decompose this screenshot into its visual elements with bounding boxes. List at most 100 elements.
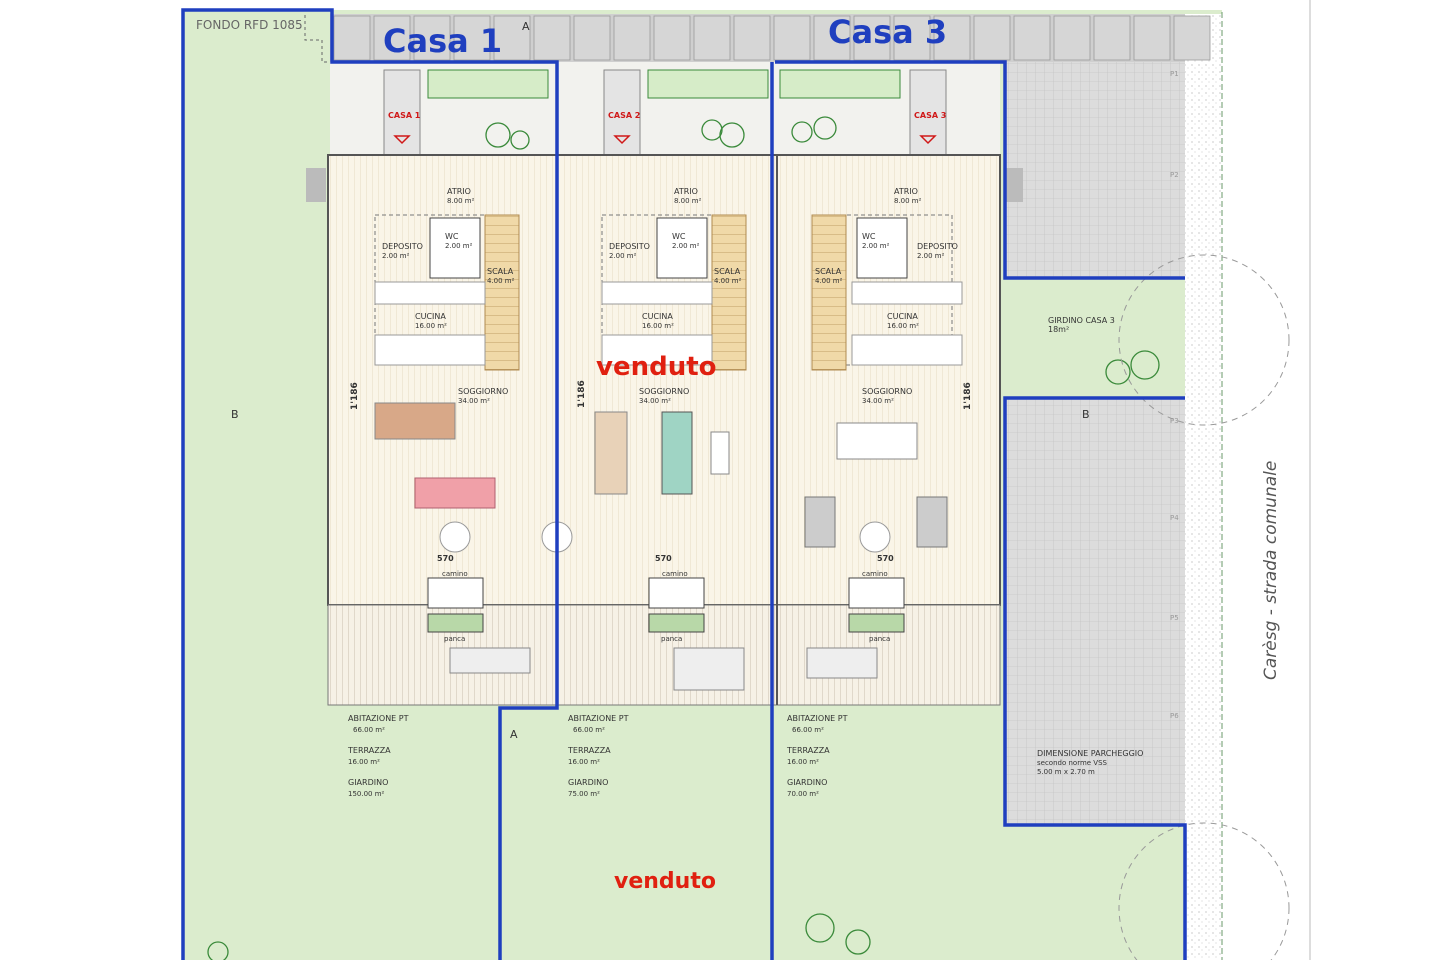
parking-number: P4 — [1170, 514, 1179, 522]
section-marker-a: A — [510, 728, 518, 741]
dining-table — [836, 422, 918, 460]
room-area-deposito: 2.00 m² — [917, 252, 945, 260]
entrance-door — [603, 69, 641, 156]
fireplace — [427, 577, 484, 609]
room-area-scala: 4.00 m² — [714, 277, 742, 285]
room-label-scala: SCALA — [714, 267, 741, 276]
room-label-atrio: ATRIO — [894, 187, 918, 196]
coffee-table — [859, 521, 891, 553]
fireplace-label: camino — [442, 570, 468, 578]
room-label-deposito: DEPOSITO — [382, 242, 423, 251]
parking-number: P2 — [1170, 171, 1179, 179]
bench-label: panca — [444, 635, 465, 643]
top-parking-strip — [330, 14, 1211, 62]
room-label-soggiorno: SOGGIORNO — [639, 387, 689, 396]
kitchen-island — [851, 334, 963, 366]
boundary-casa3-north — [775, 60, 1185, 280]
summary-label: GIARDINO — [568, 778, 608, 787]
ac-unit — [1005, 168, 1023, 202]
fireplace — [648, 577, 705, 609]
room-area-deposito: 2.00 m² — [382, 252, 410, 260]
armchair — [916, 496, 948, 548]
room-label-deposito: DEPOSITO — [917, 242, 958, 251]
dim-width: 570 — [655, 554, 672, 563]
summary-value: 70.00 m² — [787, 790, 819, 798]
staircase — [711, 214, 747, 371]
room-label-wc: WC — [862, 232, 876, 241]
parking-note-size: 5.00 m x 2.70 m — [1037, 768, 1095, 776]
parking-area-south — [1005, 398, 1185, 825]
plot-label: FONDO RFD 1085 — [196, 18, 303, 32]
terrace-table — [806, 647, 878, 679]
room-area-wc: 2.00 m² — [672, 242, 700, 250]
parking-slot — [813, 15, 851, 61]
parking-slot — [1133, 15, 1171, 61]
entry-arrow-icon — [919, 135, 937, 145]
room-label-atrio: ATRIO — [674, 187, 698, 196]
parking-slot — [1053, 15, 1091, 61]
summary-label: TERRAZZA — [567, 746, 611, 755]
room-area-cucina: 16.00 m² — [887, 322, 919, 330]
dining-table — [374, 402, 456, 440]
section-marker-a: A — [522, 20, 530, 33]
dim-height: 1'186 — [350, 382, 360, 410]
entry-arrow-icon — [393, 135, 411, 145]
room-area-cucina: 16.00 m² — [415, 322, 447, 330]
parking-number: P1 — [1170, 70, 1179, 78]
room-area-atrio: 8.00 m² — [894, 197, 922, 205]
fireplace-label: camino — [862, 570, 888, 578]
parking-slot — [573, 15, 611, 61]
section-marker-b: B — [1082, 408, 1090, 421]
boundary-casa3-south — [1003, 396, 1187, 960]
room-label-cucina: CUCINA — [887, 312, 918, 321]
parking-slot — [733, 15, 771, 61]
summary-value: 16.00 m² — [568, 758, 600, 766]
parking-slot — [373, 15, 411, 61]
terrace-table — [449, 647, 531, 674]
parking-slot — [413, 15, 451, 61]
summary-value: 16.00 m² — [787, 758, 819, 766]
summary-label: TERRAZZA — [347, 746, 391, 755]
room-area-wc: 2.00 m² — [445, 242, 473, 250]
room-label-cucina: CUCINA — [415, 312, 446, 321]
summary-value: 150.00 m² — [348, 790, 385, 798]
room-area-deposito: 2.00 m² — [609, 252, 637, 260]
room-area-scala: 4.00 m² — [815, 277, 843, 285]
casa1-title: Casa 1 — [383, 22, 502, 60]
room-area-atrio: 8.00 m² — [674, 197, 702, 205]
hedge — [427, 69, 549, 99]
summary-value: 66.00 m² — [792, 726, 824, 734]
garden-casa3-label: GIRDINO CASA 3 — [1048, 316, 1115, 325]
room-area-wc: 2.00 m² — [862, 242, 890, 250]
sold-label-garden2: venduto — [614, 869, 716, 894]
casa3-title: Casa 3 — [828, 13, 947, 51]
summary-value: 75.00 m² — [568, 790, 600, 798]
room-area-atrio: 8.00 m² — [447, 197, 475, 205]
room-area-soggiorno: 34.00 m² — [639, 397, 671, 405]
parking-slot — [1013, 15, 1051, 61]
room-area-soggiorno: 34.00 m² — [862, 397, 894, 405]
tree-canopy — [1118, 254, 1290, 960]
coffee-table — [439, 521, 471, 553]
bench-label: panca — [661, 635, 682, 643]
room-label-deposito: DEPOSITO — [609, 242, 650, 251]
kitchen-island — [601, 334, 713, 366]
armchair — [804, 496, 836, 548]
section-marker-b: B — [231, 408, 239, 421]
summary-label: ABITAZIONE PT — [568, 714, 629, 723]
room-label-wc: WC — [445, 232, 459, 241]
casa-tag: CASA 2 — [608, 111, 640, 120]
parking-slot — [693, 15, 731, 61]
parking-slot — [1093, 15, 1131, 61]
hedge — [647, 69, 769, 99]
staircase — [811, 214, 847, 371]
dim-width: 570 — [877, 554, 894, 563]
sofa — [414, 477, 496, 509]
parking-area-north — [1005, 62, 1185, 278]
casa-tag: CASA 3 — [914, 111, 946, 120]
room-label-soggiorno: SOGGIORNO — [862, 387, 912, 396]
sofa — [661, 411, 693, 495]
